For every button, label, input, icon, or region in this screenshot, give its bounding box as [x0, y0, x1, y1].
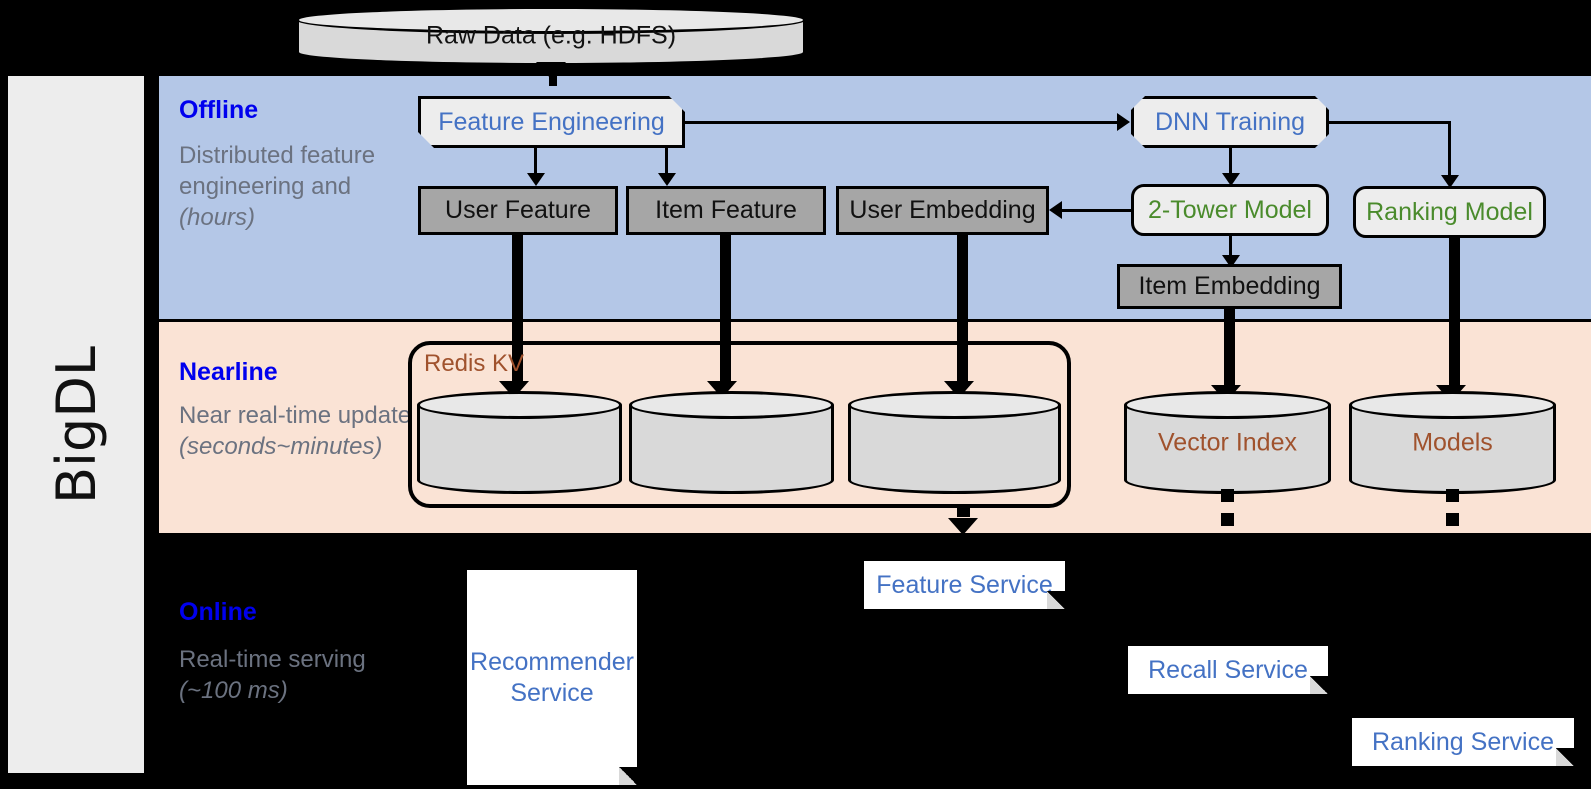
cylinder-top — [629, 391, 834, 419]
connector-dnn-ranking-v — [1448, 121, 1451, 179]
arrowhead-redis-feature-service — [948, 518, 978, 535]
band-title-offline: Offline — [179, 96, 259, 124]
band-subtitle-offline-em: (hours) — [179, 204, 256, 231]
connector-dnn-twotower — [1229, 148, 1232, 178]
node-item-feature[interactable]: Item Feature — [626, 186, 826, 235]
node-two-tower-model-label: 2-Tower Model — [1148, 195, 1312, 224]
stub-vector-index-2 — [1221, 513, 1234, 526]
cylinder-top — [1124, 391, 1331, 419]
stub-models-2 — [1446, 513, 1459, 526]
pipe-rankingmodel-models — [1449, 236, 1460, 392]
pipe-userfeature-store — [512, 233, 523, 388]
raw-data-cylinder: Raw Data (e.g. HDFS) — [296, 6, 806, 66]
band-subtitle-offline: Distributed feature engineering and (hou… — [179, 140, 394, 233]
node-ranking-model[interactable]: Ranking Model — [1353, 186, 1546, 238]
band-title-nearline: Nearline — [179, 358, 278, 386]
vector-index-cylinder[interactable]: Vector Index — [1124, 391, 1331, 494]
stub-models-1 — [1446, 489, 1459, 502]
node-ranking-model-label: Ranking Model — [1366, 197, 1533, 226]
cylinder-top — [296, 6, 806, 34]
bigdl-text: BigDL — [44, 345, 108, 504]
redis-kv-label: Redis KV — [424, 350, 525, 377]
band-subtitle-online: Real-time serving (~100 ms) — [179, 644, 394, 706]
node-ranking-service[interactable]: Ranking Service — [1352, 718, 1574, 766]
bigdl-rail — [8, 76, 144, 773]
page-fold-icon — [619, 767, 637, 785]
band-subtitle-offline-text: Distributed feature engineering and — [179, 142, 376, 200]
connector-fe-userfeature — [534, 148, 537, 178]
node-feature-service[interactable]: Feature Service — [864, 561, 1065, 609]
node-recommender-service[interactable]: Recommender Service — [467, 570, 637, 785]
store-cylinder-item-feature[interactable] — [629, 391, 834, 494]
stub-vector-index-1 — [1221, 489, 1234, 502]
node-recommender-service-label: Recommender Service — [470, 647, 634, 707]
connector-fe-dnn — [685, 121, 1118, 124]
connector-twotower-itemembedding — [1229, 236, 1232, 262]
node-feature-engineering-label: Feature Engineering — [438, 107, 665, 136]
band-title-online: Online — [179, 598, 257, 626]
cylinder-top — [848, 391, 1061, 419]
node-user-embedding-label: User Embedding — [849, 196, 1036, 224]
redis-kv-container — [408, 341, 1071, 508]
arrowhead-dnn-ranking — [1441, 175, 1459, 188]
page-fold-icon — [1310, 676, 1328, 694]
page-fold-icon — [1556, 748, 1574, 766]
bigdl-label: BigDL — [8, 76, 144, 773]
stub-redis-feature-service — [957, 504, 970, 517]
node-user-feature[interactable]: User Feature — [418, 186, 618, 235]
store-cylinder-user-embedding[interactable] — [848, 391, 1061, 494]
page-fold-icon — [1047, 591, 1065, 609]
arrowhead-fe-dnn — [1117, 113, 1130, 131]
store-cylinder-user-feature[interactable] — [417, 391, 622, 494]
node-item-feature-label: Item Feature — [655, 196, 797, 224]
pipe-itemembedding-vectorindex — [1224, 307, 1235, 392]
node-item-embedding-label: Item Embedding — [1138, 272, 1321, 300]
pipe-itemfeature-store — [720, 233, 731, 388]
band-subtitle-nearline: Near real-time update (seconds~minutes) — [179, 400, 414, 462]
band-subtitle-nearline-em: (seconds~minutes) — [179, 433, 383, 460]
node-feature-service-label: Feature Service — [876, 570, 1053, 599]
band-subtitle-nearline-text: Near real-time update — [179, 402, 412, 429]
arrowhead-fe-userfeature — [527, 173, 545, 186]
cylinder-top — [1349, 391, 1556, 419]
connector-fe-itemfeature — [665, 148, 668, 178]
models-label: Models — [1412, 428, 1493, 456]
arrowhead-fe-itemfeature — [658, 173, 676, 186]
vector-index-label: Vector Index — [1158, 428, 1297, 456]
arrowhead-rawdata-fe — [536, 62, 566, 79]
arrowhead-twotower-userembedding — [1049, 201, 1062, 219]
node-item-embedding[interactable]: Item Embedding — [1117, 264, 1342, 309]
node-recall-service[interactable]: Recall Service — [1128, 646, 1328, 694]
raw-data-label: Raw Data (e.g. HDFS) — [425, 21, 677, 50]
node-user-embedding[interactable]: User Embedding — [836, 186, 1049, 235]
node-feature-engineering[interactable]: Feature Engineering — [418, 96, 685, 148]
band-subtitle-online-text: Real-time serving — [179, 646, 366, 673]
arrowhead-dnn-twotower — [1222, 173, 1240, 186]
node-dnn-training-label: DNN Training — [1154, 107, 1306, 136]
connector-dnn-ranking-h — [1329, 121, 1451, 124]
node-two-tower-model[interactable]: 2-Tower Model — [1131, 184, 1329, 236]
cylinder-top — [417, 391, 622, 419]
node-dnn-training[interactable]: DNN Training — [1131, 96, 1329, 148]
node-user-feature-label: User Feature — [445, 196, 591, 224]
connector-twotower-userembedding — [1062, 209, 1132, 212]
node-ranking-service-label: Ranking Service — [1371, 727, 1555, 756]
node-recall-service-label: Recall Service — [1148, 655, 1308, 684]
band-subtitle-online-em: (~100 ms) — [179, 677, 288, 704]
pipe-userembedding-store — [957, 233, 968, 388]
models-cylinder[interactable]: Models — [1349, 391, 1556, 494]
